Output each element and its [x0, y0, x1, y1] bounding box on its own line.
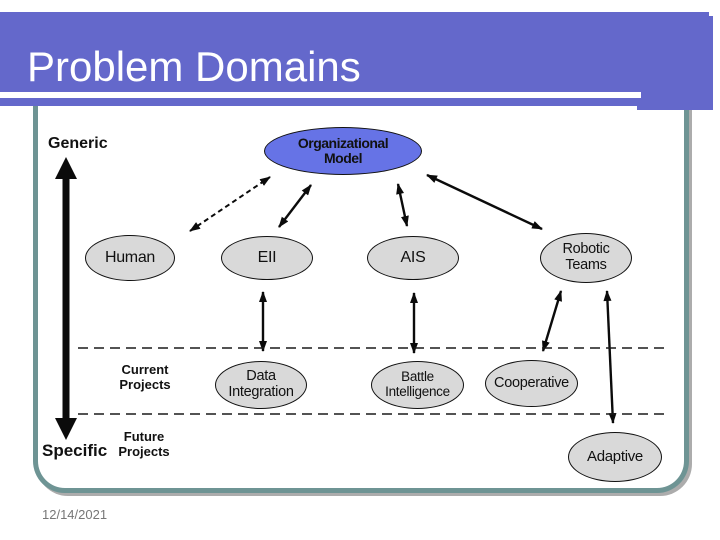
node-robotic-teams: Robotic Teams [540, 233, 632, 283]
node-cooperative: Cooperative [485, 360, 578, 407]
slide-title: Problem Domains [27, 43, 361, 90]
node-cooperative-label: Cooperative [494, 374, 569, 391]
node-data-integration-label-line1: Data [246, 368, 276, 385]
axis-label-generic: Generic [48, 135, 108, 152]
axis-arrowhead-down-icon [55, 418, 77, 440]
node-data-integration: Data Integration [215, 361, 307, 409]
node-organizational-model: Organizational Model [264, 127, 422, 175]
row-label-future-projects: Future Projects [102, 429, 186, 460]
row-label-future-line2: Projects [118, 443, 170, 459]
row-label-current-line1: Current [121, 362, 169, 377]
row-label-current-line2: Projects [119, 376, 171, 392]
node-battle-intelligence: Battle Intelligence [371, 361, 464, 409]
node-robotic-teams-label-line1: Robotic [562, 241, 610, 258]
node-eii: EII [221, 236, 313, 280]
axis-arrowhead-up-icon [55, 157, 77, 179]
arrow-robotic-cooperative [541, 290, 563, 352]
row-label-current-projects: Current Projects [103, 362, 187, 393]
node-eii-label: EII [257, 249, 277, 267]
node-adaptive-label: Adaptive [587, 447, 643, 465]
node-organizational-model-label-line1: Organizational [297, 134, 389, 151]
node-battle-intelligence-label-line1: Battle [401, 369, 434, 385]
node-human-label: Human [104, 249, 156, 267]
node-data-integration-label-line2: Integration [228, 384, 294, 400]
node-adaptive: Adaptive [568, 432, 662, 482]
row-label-future-line1: Future [123, 429, 165, 444]
dashed-arrow-human-org [189, 176, 271, 232]
arrow-org-ais [396, 183, 409, 227]
node-battle-intelligence-label-line2: Intelligence [385, 384, 450, 399]
title-underline [0, 92, 641, 98]
title-banner: Problem Domains [0, 12, 709, 106]
arrow-org-robotic [426, 173, 543, 231]
axis-label-specific: Specific [42, 441, 108, 460]
node-ais: AIS [367, 236, 459, 280]
node-organizational-model-label-line2: Model [324, 150, 362, 166]
arrow-org-eii [278, 184, 312, 228]
node-robotic-teams-label-line2: Teams [565, 257, 607, 273]
node-human: Human [85, 235, 175, 281]
arrow-robotic-adaptive [603, 290, 617, 424]
node-ais-label: AIS [400, 249, 426, 267]
slide-date: 12/14/2021 [42, 507, 108, 522]
